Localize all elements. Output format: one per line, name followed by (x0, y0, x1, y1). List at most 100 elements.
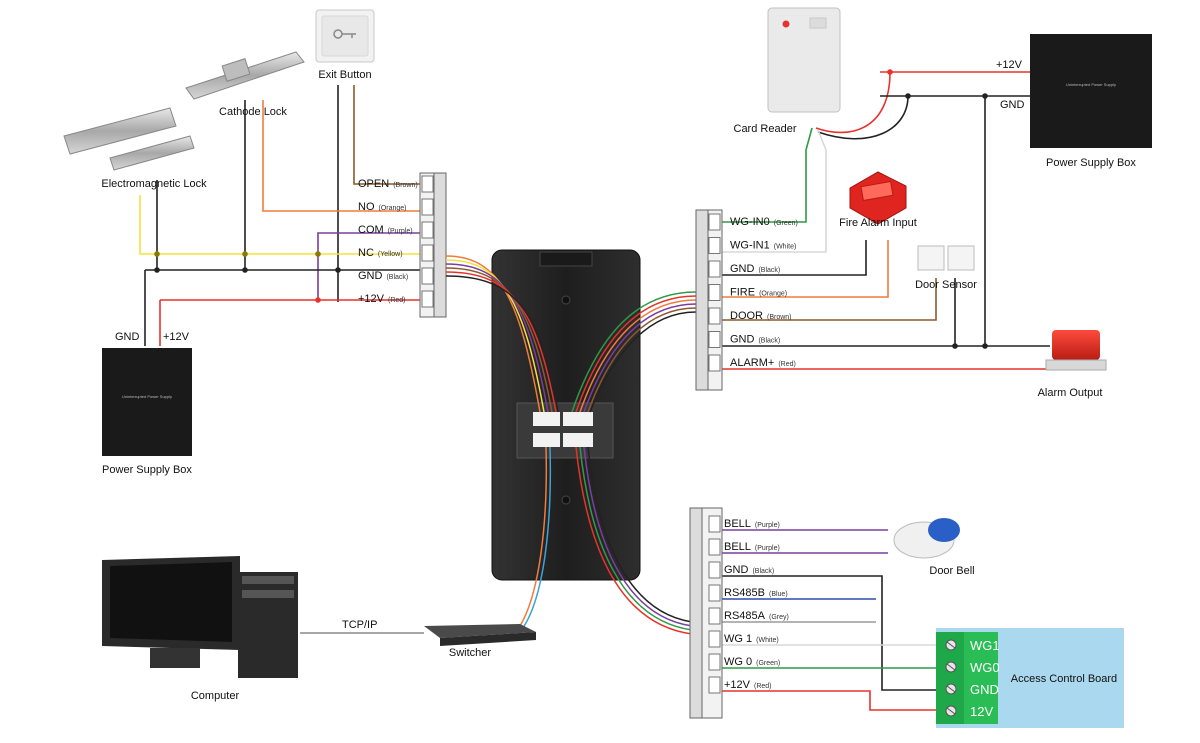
right-top-terminal-block: WG-IN0(Green)WG-IN1(White)GND(Black)FIRE… (695, 209, 798, 391)
terminal-label: NC(Yellow) (358, 247, 403, 259)
terminal-label: RS485B (Blue) (724, 587, 788, 599)
alarm-output-label: Alarm Output (1038, 387, 1103, 399)
terminal-color: (Blue) (769, 591, 788, 598)
right-bottom-terminal-block: BELL(Purple)BELL(Purple)GND(Black)RS485B… (689, 507, 789, 719)
ribbon-cables (445, 255, 697, 635)
fire-alarm-device: Fire Alarm Input (839, 171, 917, 229)
terminal-name: GND (724, 564, 749, 576)
terminal-slot (708, 213, 721, 231)
terminal-color: (Red) (388, 297, 406, 304)
terminal-slot (421, 175, 434, 193)
right-top-wiring (722, 69, 1080, 370)
switcher-device: Switcher (424, 624, 536, 659)
fire-alarm-label: Fire Alarm Input (839, 217, 917, 229)
terminal-slot (708, 260, 721, 278)
cathode-lock-label: Cathode Lock (219, 106, 287, 118)
terminal-label: BELL(Purple) (724, 518, 780, 530)
board-pin-label: 12V (970, 704, 993, 719)
terminal-name: NC (358, 247, 374, 259)
terminal-color: (Black) (758, 338, 780, 345)
terminal-label: WG-IN0(Green) (730, 216, 798, 228)
right-bottom-wiring (722, 529, 938, 711)
right-psu-12v-label: +12V (996, 59, 1023, 71)
terminal-color: (Red) (778, 361, 796, 368)
terminal-name: BELL (724, 518, 751, 530)
terminal-label: ALARM+ (Red) (730, 357, 796, 369)
terminal-name: WG 0 (724, 656, 752, 668)
terminal-name: FIRE (730, 287, 755, 299)
terminal-label: WG 0 (Green) (724, 656, 780, 668)
door-bell-device: Door Bell (893, 518, 975, 577)
terminal-color: (Black) (758, 267, 780, 274)
terminal-name: GND (358, 270, 383, 282)
terminal-label: DOOR(Brown) (730, 310, 792, 322)
terminal-slot (708, 515, 721, 533)
terminal-label: WG-IN1 (White) (730, 240, 796, 252)
terminal-label: GND(Black) (730, 334, 780, 346)
terminal-color: (White) (756, 637, 779, 644)
right-psu-label: Power Supply Box (1046, 157, 1136, 169)
terminal-color: (Green) (756, 660, 780, 667)
terminal-name: GND (730, 334, 755, 346)
board-screw-slot (946, 663, 956, 671)
left-psu-gnd-label: GND (115, 331, 140, 343)
terminal-name: WG-IN1 (730, 240, 770, 252)
terminal-name: WG 1 (724, 633, 752, 645)
terminal-name: OPEN (358, 178, 389, 190)
terminal-label: NO(Orange) (358, 201, 407, 213)
board-screw-slot (946, 685, 956, 693)
terminal-name: GND (730, 263, 755, 275)
left-psu-box-text: Uninterrupted Power Supply (122, 394, 172, 399)
terminal-name: BELL (724, 541, 751, 553)
terminal-name: +12V (724, 679, 751, 691)
exit-button-device: Exit Button (315, 9, 375, 81)
terminal-color: (Orange) (759, 291, 787, 298)
terminal-color: (Brown) (393, 182, 418, 189)
terminal-name: +12V (358, 293, 385, 305)
tcpip-label: TCP/IP (342, 619, 377, 631)
left-terminal-block: OPEN(Brown)NO(Orange)COM(Purple)NC(Yello… (358, 172, 447, 318)
terminal-slot (708, 307, 721, 325)
terminal-color: (Green) (774, 220, 798, 227)
terminal-color: (Purple) (755, 545, 780, 552)
terminal-slot (708, 354, 721, 372)
door-bell-label: Door Bell (929, 565, 974, 577)
terminal-slot (421, 290, 434, 308)
terminal-label: GND(Black) (724, 564, 774, 576)
terminal-name: RS485B (724, 587, 765, 599)
terminal-color: (Brown) (767, 314, 792, 321)
cathode-lock-device: Cathode Lock (185, 51, 305, 118)
terminal-label: GND(Black) (730, 263, 780, 275)
exit-button-label: Exit Button (318, 69, 371, 81)
terminal-slot (421, 267, 434, 285)
card-reader-label: Card Reader (734, 123, 797, 135)
terminal-label: BELL (Purple) (724, 541, 780, 553)
terminal-name: RS485A (724, 610, 766, 622)
terminal-slot (421, 198, 434, 216)
electromagnetic-lock-label: Electromagnetic Lock (101, 178, 207, 190)
terminal-slot (708, 561, 721, 579)
terminal-color: (Purple) (388, 228, 413, 235)
terminal-slot (708, 653, 721, 671)
access-board-label: Access Control Board (1011, 673, 1117, 685)
terminal-color: (White) (774, 244, 797, 251)
terminal-name: NO (358, 201, 375, 213)
board-screw-slot (946, 707, 956, 715)
terminal-slot (708, 331, 721, 348)
terminal-label: RS485A(Grey) (724, 610, 789, 622)
terminal-name: ALARM+ (730, 357, 774, 369)
terminal-label: +12V(Red) (724, 679, 772, 691)
door-sensor-device: Door Sensor (915, 245, 977, 291)
terminal-label: OPEN (Brown) (358, 178, 418, 190)
electromagnetic-lock-device: Electromagnetic Lock (63, 107, 207, 190)
door-sensor-label: Door Sensor (915, 279, 977, 291)
right-psu-box-text: Uninterrupted Power Supply (1066, 82, 1116, 87)
terminal-label: GND(Black) (358, 270, 408, 282)
computer-device: Computer (102, 556, 298, 702)
left-psu-12v-label: +12V (163, 331, 190, 343)
terminal-slot (708, 284, 721, 301)
terminal-slot (708, 630, 721, 648)
terminal-slot (421, 244, 434, 262)
